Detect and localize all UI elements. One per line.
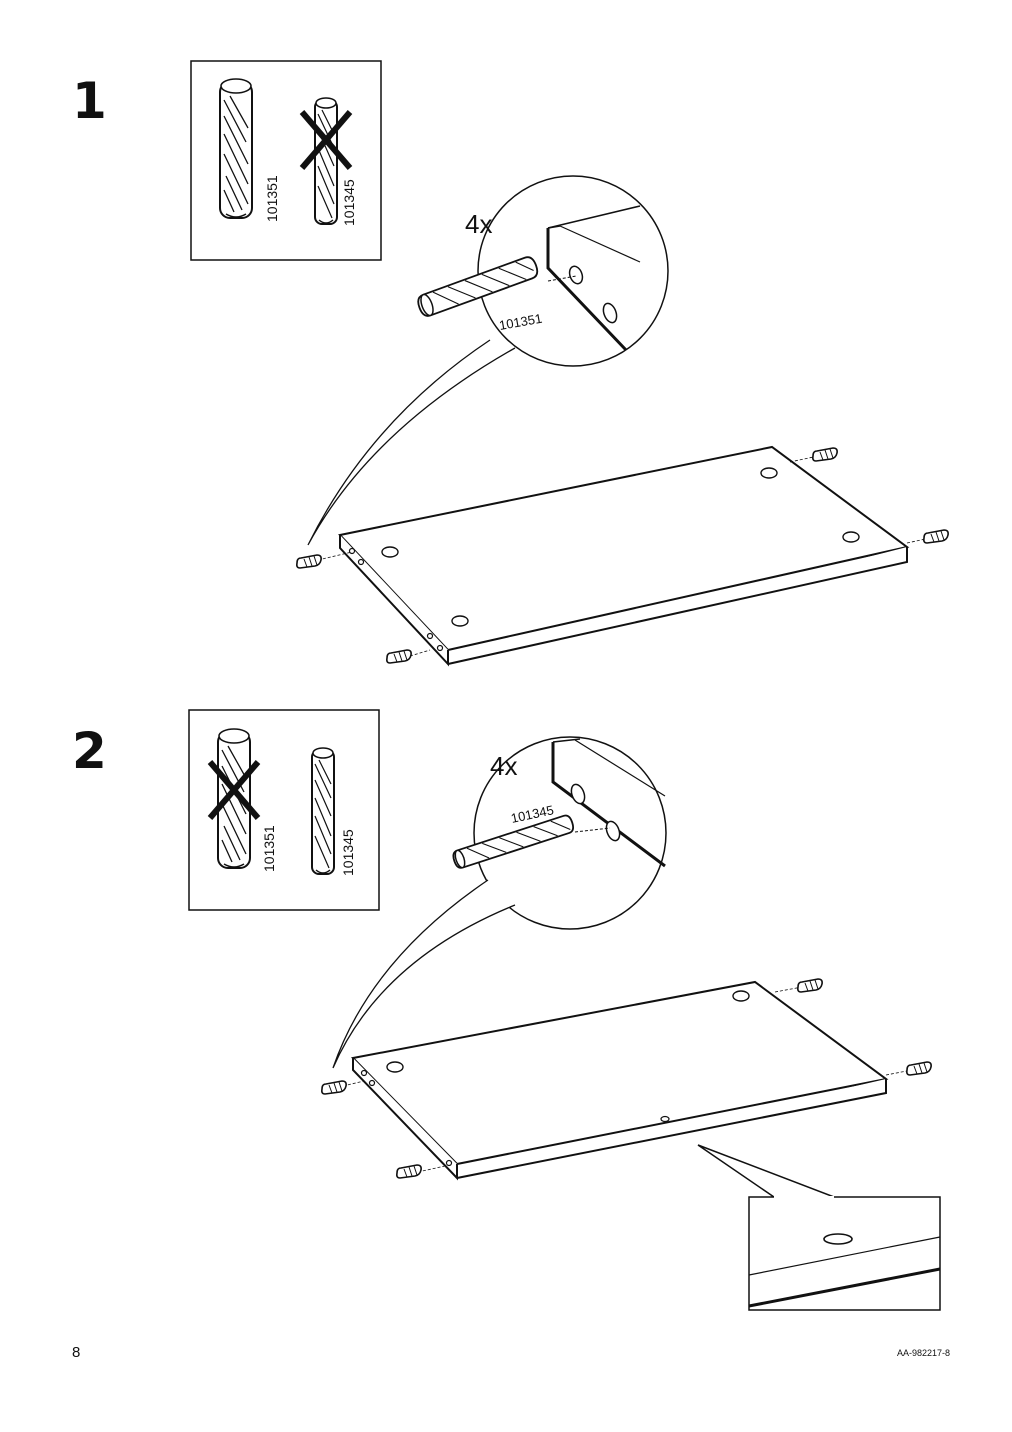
shelf-panel-illustration [317,445,931,667]
dowel-label-101351: 101351 [264,175,280,222]
step-2-number: 2 [72,722,107,780]
dowel-icon [922,529,949,544]
edge-hole-detail [697,1144,941,1311]
leader-curve-step2 [332,879,516,1069]
dowel-icon [311,747,335,875]
dowel-icon [219,78,253,219]
dowel-icon [385,649,412,664]
page-number: 8 [72,1344,81,1361]
dowel-icon [395,1164,422,1179]
leader-curve-step1 [307,339,516,546]
dowel-icon [320,1080,347,1095]
quantity-label-step2: 4x [490,751,517,781]
magnifier-detail-icon [452,736,667,930]
quantity-label-step1: 4x [465,209,492,239]
shelf-panel-illustration [342,980,913,1181]
dowel-icon [811,447,838,462]
dowel-label-101345: 101345 [341,179,357,226]
dowel-label-101345: 101345 [340,829,356,876]
dowel-icon [905,1061,932,1076]
document-code: AA-982217-8 [896,1348,950,1358]
dowel-icon [295,554,322,569]
dowel-icon [796,978,823,993]
magnifier-detail-icon [417,175,669,367]
step-1-number: 1 [72,72,107,130]
detail-dowel-label-step1: 101351 [498,311,543,333]
dowel-icon [314,97,338,225]
dowel-label-101351: 101351 [261,825,277,872]
